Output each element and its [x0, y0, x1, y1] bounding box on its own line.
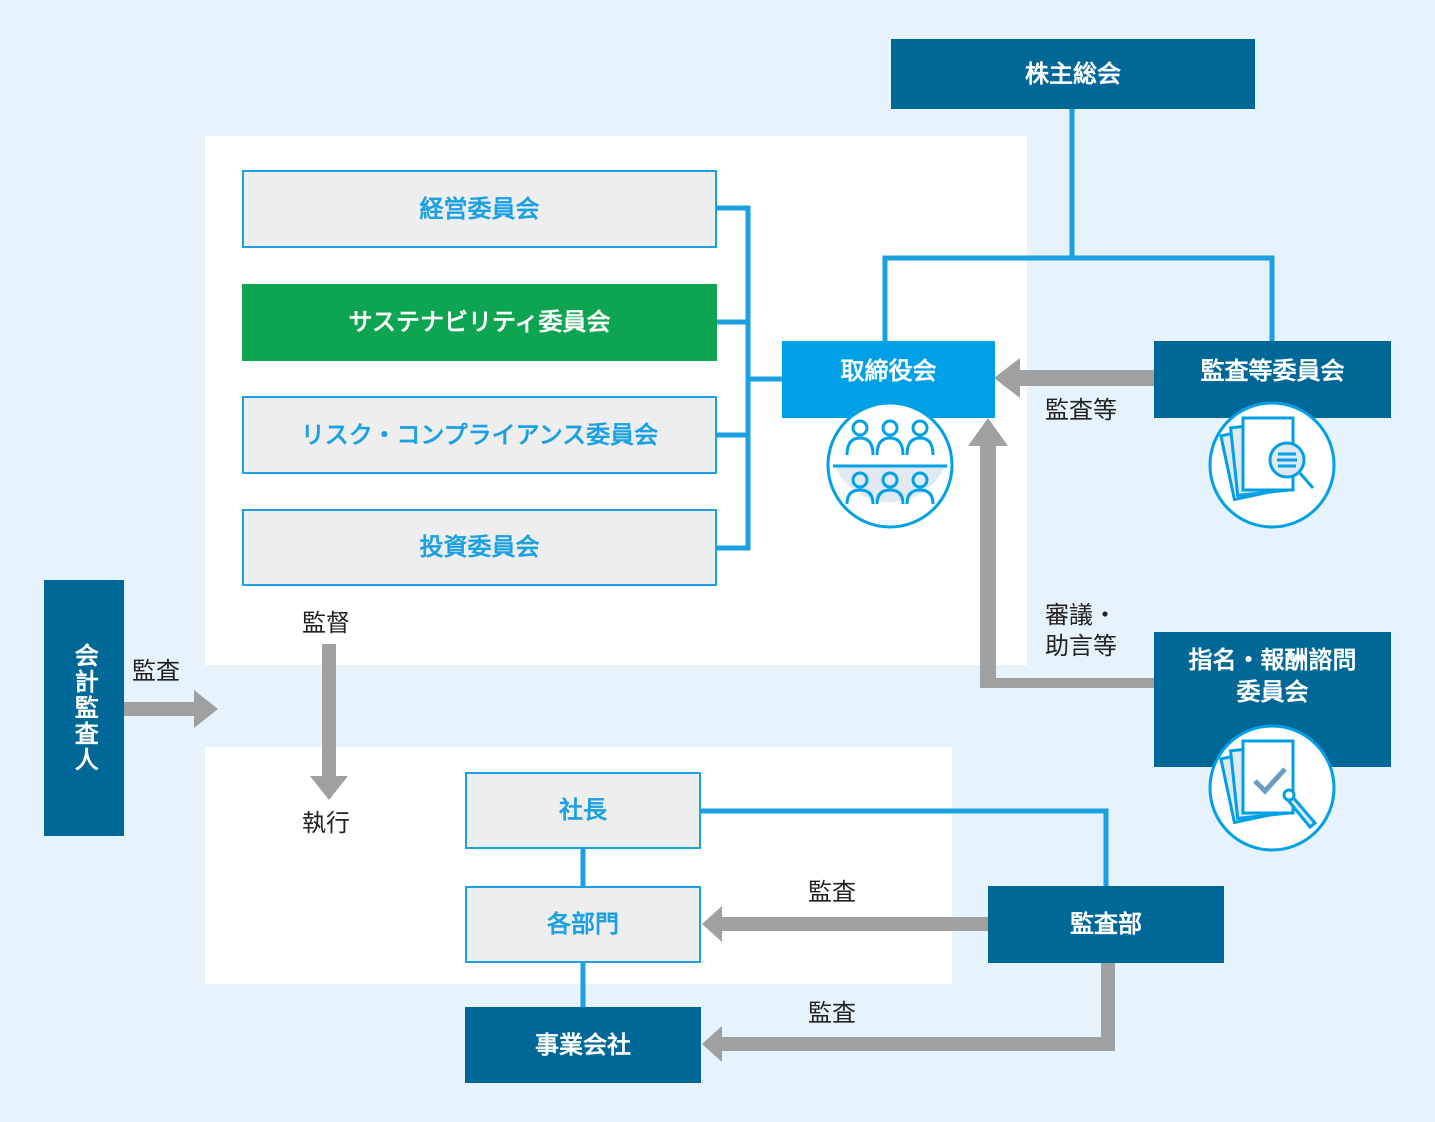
accounting-audit-label: 監査	[132, 657, 180, 685]
accounting-auditor-box: 会計監査人	[44, 580, 124, 836]
line-committees-bracket	[716, 205, 751, 551]
investment-committee-box: 投資委員会	[242, 509, 717, 586]
line-shareholders-branch	[882, 255, 1275, 343]
arrow-audit-etc-head	[994, 358, 1020, 398]
arrow-audit-dept-head	[702, 906, 722, 942]
arrow-accounting-head	[194, 690, 218, 728]
document-search-icon	[1208, 401, 1336, 529]
risk-compliance-committee-box: リスク・コンプライアンス委員会	[242, 396, 717, 474]
arrow-supervision-head	[310, 776, 348, 800]
deliberation-advice-label: 審議・ 助言等	[1045, 601, 1117, 661]
arrow-audit-etc-shaft	[1015, 370, 1155, 386]
arrow-audit-dept-shaft	[720, 917, 990, 931]
audit-etc-label: 監査等	[1045, 396, 1117, 424]
management-committee-box: 経営委員会	[242, 170, 717, 248]
audit-department-box: 監査部	[988, 886, 1224, 963]
arrow-audit-companies-shaft	[720, 962, 1115, 1051]
arrow-audit-companies-head	[702, 1026, 722, 1062]
sustainability-committee-box: サステナビリティ委員会	[242, 284, 717, 361]
operating-companies-box: 事業会社	[465, 1007, 701, 1083]
execution-label: 執行	[302, 809, 350, 837]
document-check-icon	[1208, 724, 1336, 852]
audit-companies-label: 監査	[808, 999, 856, 1027]
president-box: 社長	[465, 772, 701, 849]
line-president-audit-dept	[700, 808, 1109, 887]
arrow-accounting-shaft	[124, 702, 196, 716]
arrow-deliberation-head	[968, 418, 1008, 446]
departments-box: 各部門	[465, 886, 701, 963]
supervision-label: 監督	[302, 609, 350, 637]
arrow-supervision-shaft	[322, 644, 336, 780]
audit-departments-label: 監査	[808, 878, 856, 906]
shareholders-meeting-box: 株主総会	[891, 39, 1255, 109]
board-meeting-icon	[826, 401, 954, 529]
